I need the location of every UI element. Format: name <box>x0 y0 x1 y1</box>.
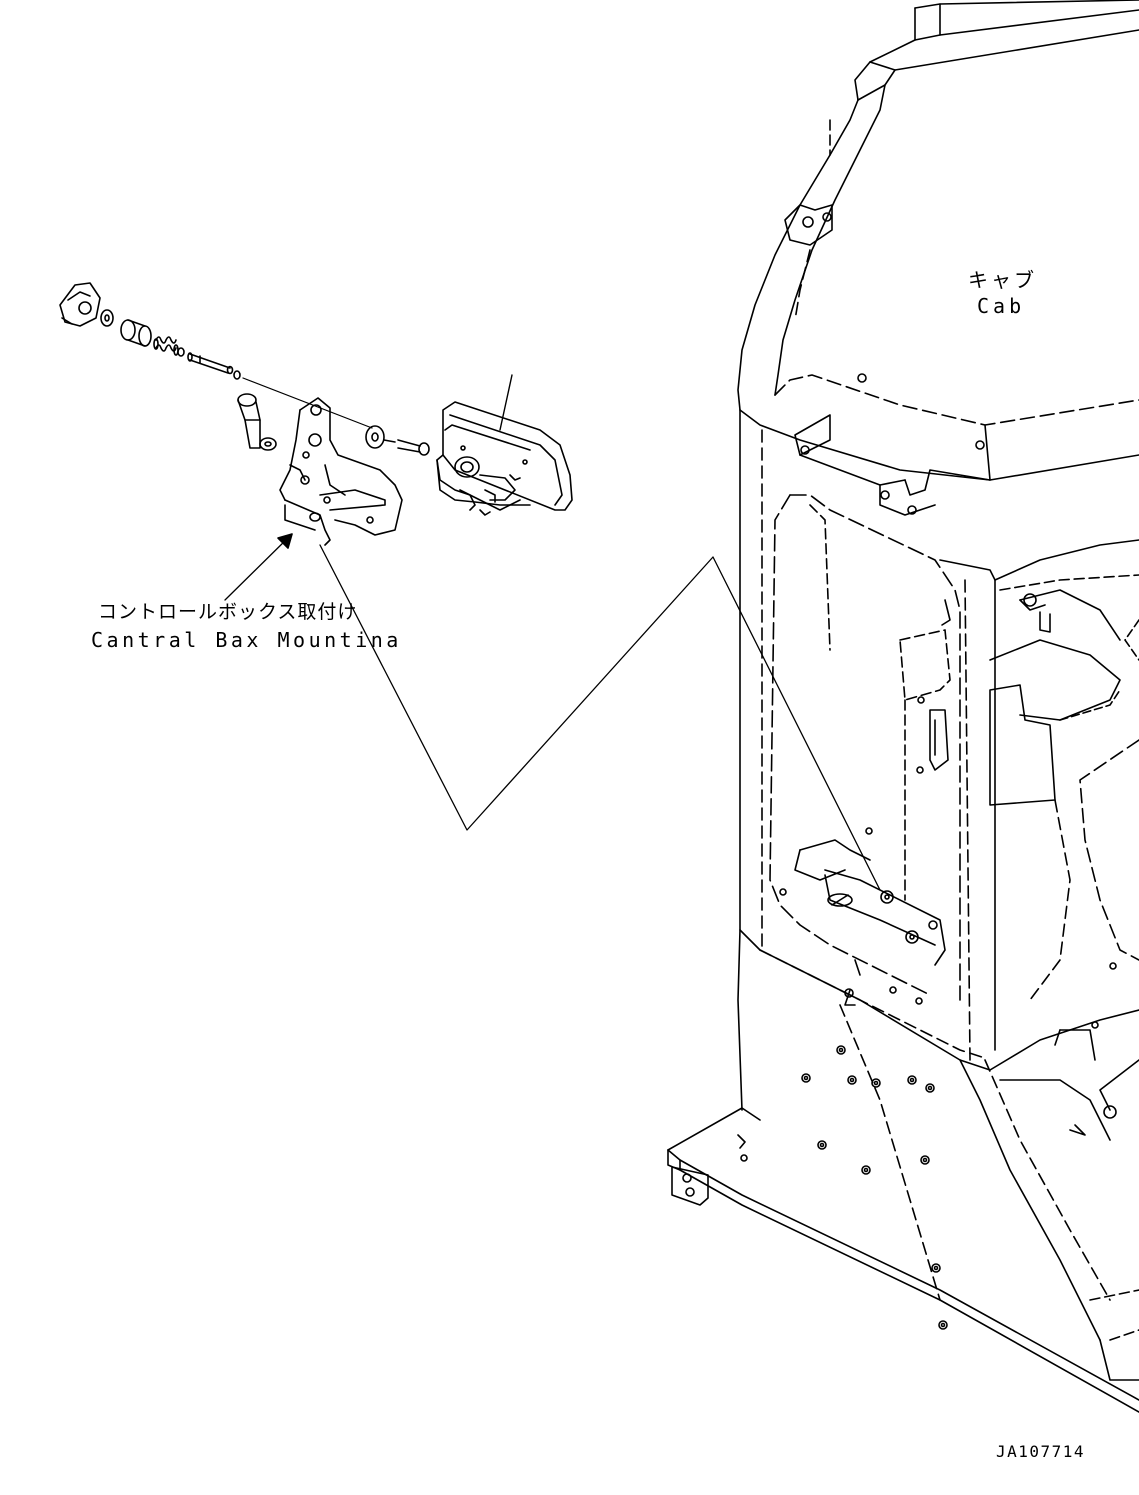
cab-label-en: Cab <box>977 294 1026 318</box>
cab-label-ja: キャブ <box>968 268 1037 292</box>
control-box-mounting-label-en: Cantral Bax Mountina <box>91 628 402 652</box>
cab-frame <box>667 0 1139 1413</box>
control-box-mounting-parts <box>59 282 573 546</box>
control-box-mounting-label-ja: コントロールボックス取付け <box>98 601 358 623</box>
pointer-arrow-icon <box>277 533 293 549</box>
drawing-id: JA107714 <box>996 1442 1086 1461</box>
reference-lines <box>224 533 881 891</box>
